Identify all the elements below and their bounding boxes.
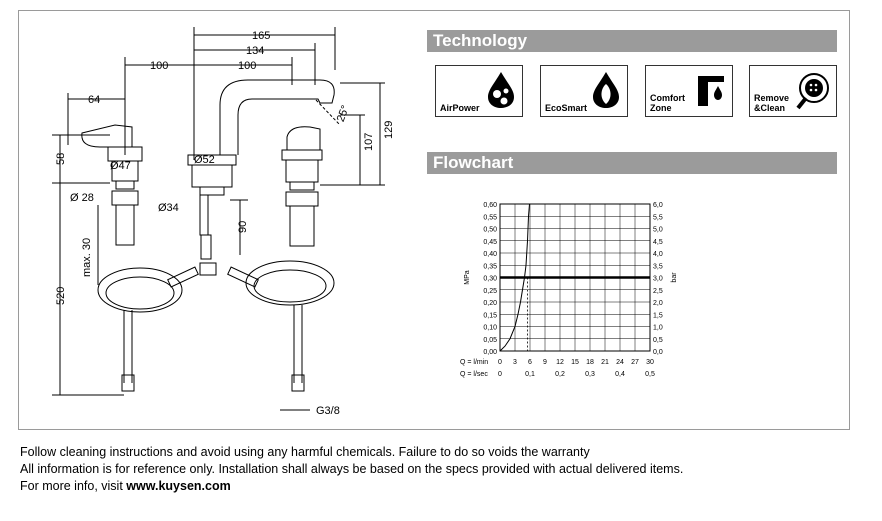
x-tick-label-lsec: 0,4 <box>615 371 625 378</box>
y-tick-label-right: 2,0 <box>653 300 663 307</box>
y-tick-label-right: 1,0 <box>653 325 663 332</box>
x-tick-label-lmin: 0 <box>498 359 502 366</box>
technical-drawing: 165 134 100 100 64 25° 107 129 58 Ø47 Ø5… <box>52 27 395 417</box>
dim-34: Ø34 <box>158 202 179 214</box>
footer-warranty-note: Follow cleaning instructions and avoid u… <box>20 445 590 459</box>
y-tick-label-left: 0,20 <box>483 300 497 307</box>
x-tick-label-lmin: 24 <box>616 359 624 366</box>
y-axis-label-left: MPa <box>464 270 471 285</box>
x-tick-label-lmin: 18 <box>586 359 594 366</box>
y-tick-label-left: 0,00 <box>483 349 497 356</box>
dim-25deg: 25° <box>335 104 352 124</box>
y-tick-label-left: 0,15 <box>483 312 497 319</box>
footer-more-info-prefix: For more info, visit <box>20 479 127 493</box>
tech-badge-ecosmart: EcoSmart <box>540 65 628 117</box>
y-tick-label-left: 0,55 <box>483 214 497 221</box>
leaf-drop-icon <box>593 72 619 108</box>
y-tick-label-right: 3,5 <box>653 263 663 270</box>
x-tick-label-lmin: 9 <box>543 359 547 366</box>
dim-64: 64 <box>88 94 100 106</box>
x-axis-label-lsec: Q = l/sec <box>460 371 488 378</box>
dim-107: 107 <box>363 133 375 151</box>
y-tick-label-right: 0,0 <box>653 349 663 356</box>
dim-134: 134 <box>246 45 264 57</box>
dim-165: 165 <box>252 30 270 42</box>
faucet-comfort-icon <box>698 76 724 106</box>
dim-28: Ø 28 <box>70 192 94 204</box>
tech-badge-comfortzone: Comfort Zone <box>645 65 733 117</box>
y-tick-label-right: 2,5 <box>653 288 663 295</box>
x-tick-label-lsec: 0,3 <box>585 371 595 378</box>
dim-52: Ø52 <box>194 154 215 166</box>
dim-100a: 100 <box>150 60 168 72</box>
y-tick-label-left: 0,50 <box>483 227 497 234</box>
footer-reference-note: All information is for reference only. I… <box>20 462 684 476</box>
y-tick-label-left: 0,35 <box>483 263 497 270</box>
flow-chart: 0,600,550,500,450,400,350,300,250,200,15… <box>460 202 678 378</box>
x-tick-label-lmin: 30 <box>646 359 654 366</box>
x-tick-label-lmin: 27 <box>631 359 639 366</box>
x-tick-label-lmin: 3 <box>513 359 517 366</box>
y-tick-label-left: 0,40 <box>483 251 497 258</box>
dim-520: 520 <box>55 287 67 305</box>
dim-max30: max. 30 <box>81 238 93 277</box>
y-tick-label-right: 6,0 <box>653 202 663 209</box>
y-tick-label-right: 3,0 <box>653 276 663 283</box>
x-tick-label-lmin: 12 <box>556 359 564 366</box>
flow-curve <box>499 203 530 352</box>
dim-58: 58 <box>55 153 67 165</box>
y-tick-label-left: 0,45 <box>483 239 497 246</box>
dim-g38: G3/8 <box>316 405 340 417</box>
x-tick-label-lmin: 21 <box>601 359 609 366</box>
website-link[interactable]: www.kuysen.com <box>126 479 231 493</box>
tech-badge-airpower: AirPower <box>435 65 523 117</box>
tech-label-comfortzone: Comfort Zone <box>650 93 685 113</box>
tech-badge-removeclean: Remove &Clean <box>749 65 837 117</box>
x-tick-label-lmin: 15 <box>571 359 579 366</box>
spec-sheet-frame <box>18 10 850 430</box>
y-tick-label-right: 1,5 <box>653 312 663 319</box>
tech-label-ecosmart: EcoSmart <box>545 103 588 113</box>
x-tick-label-lsec: 0,5 <box>645 371 655 378</box>
y-tick-label-left: 0,30 <box>483 276 497 283</box>
x-tick-label-lmin: 6 <box>528 359 532 366</box>
x-tick-label-lsec: 0 <box>498 371 502 378</box>
y-tick-label-right: 0,5 <box>653 337 663 344</box>
y-tick-label-left: 0,60 <box>483 202 497 209</box>
flowchart-title: Flowchart <box>427 152 837 174</box>
technology-title: Technology <box>427 30 837 52</box>
y-tick-label-right: 5,5 <box>653 214 663 221</box>
x-tick-label-lsec: 0,2 <box>555 371 565 378</box>
dim-90: 90 <box>237 221 249 233</box>
dim-47: Ø47 <box>110 160 131 172</box>
shower-clean-icon <box>796 73 829 110</box>
y-tick-label-left: 0,25 <box>483 288 497 295</box>
x-axis-label-lmin: Q = l/min <box>460 359 488 366</box>
tech-label-removeclean: Remove &Clean <box>754 93 790 113</box>
dim-129: 129 <box>383 121 395 139</box>
y-tick-label-right: 4,5 <box>653 239 663 246</box>
tech-label-airpower: AirPower <box>440 103 480 113</box>
dim-100b: 100 <box>238 60 256 72</box>
y-tick-label-right: 5,0 <box>653 227 663 234</box>
y-tick-label-left: 0,05 <box>483 337 497 344</box>
y-tick-label-left: 0,10 <box>483 325 497 332</box>
air-bubbles-icon <box>488 72 514 108</box>
x-tick-label-lsec: 0,1 <box>525 371 535 378</box>
y-axis-label-right: bar <box>671 272 678 283</box>
footer-more-info: For more info, visit www.kuysen.com <box>20 478 231 495</box>
y-tick-label-right: 4,0 <box>653 251 663 258</box>
